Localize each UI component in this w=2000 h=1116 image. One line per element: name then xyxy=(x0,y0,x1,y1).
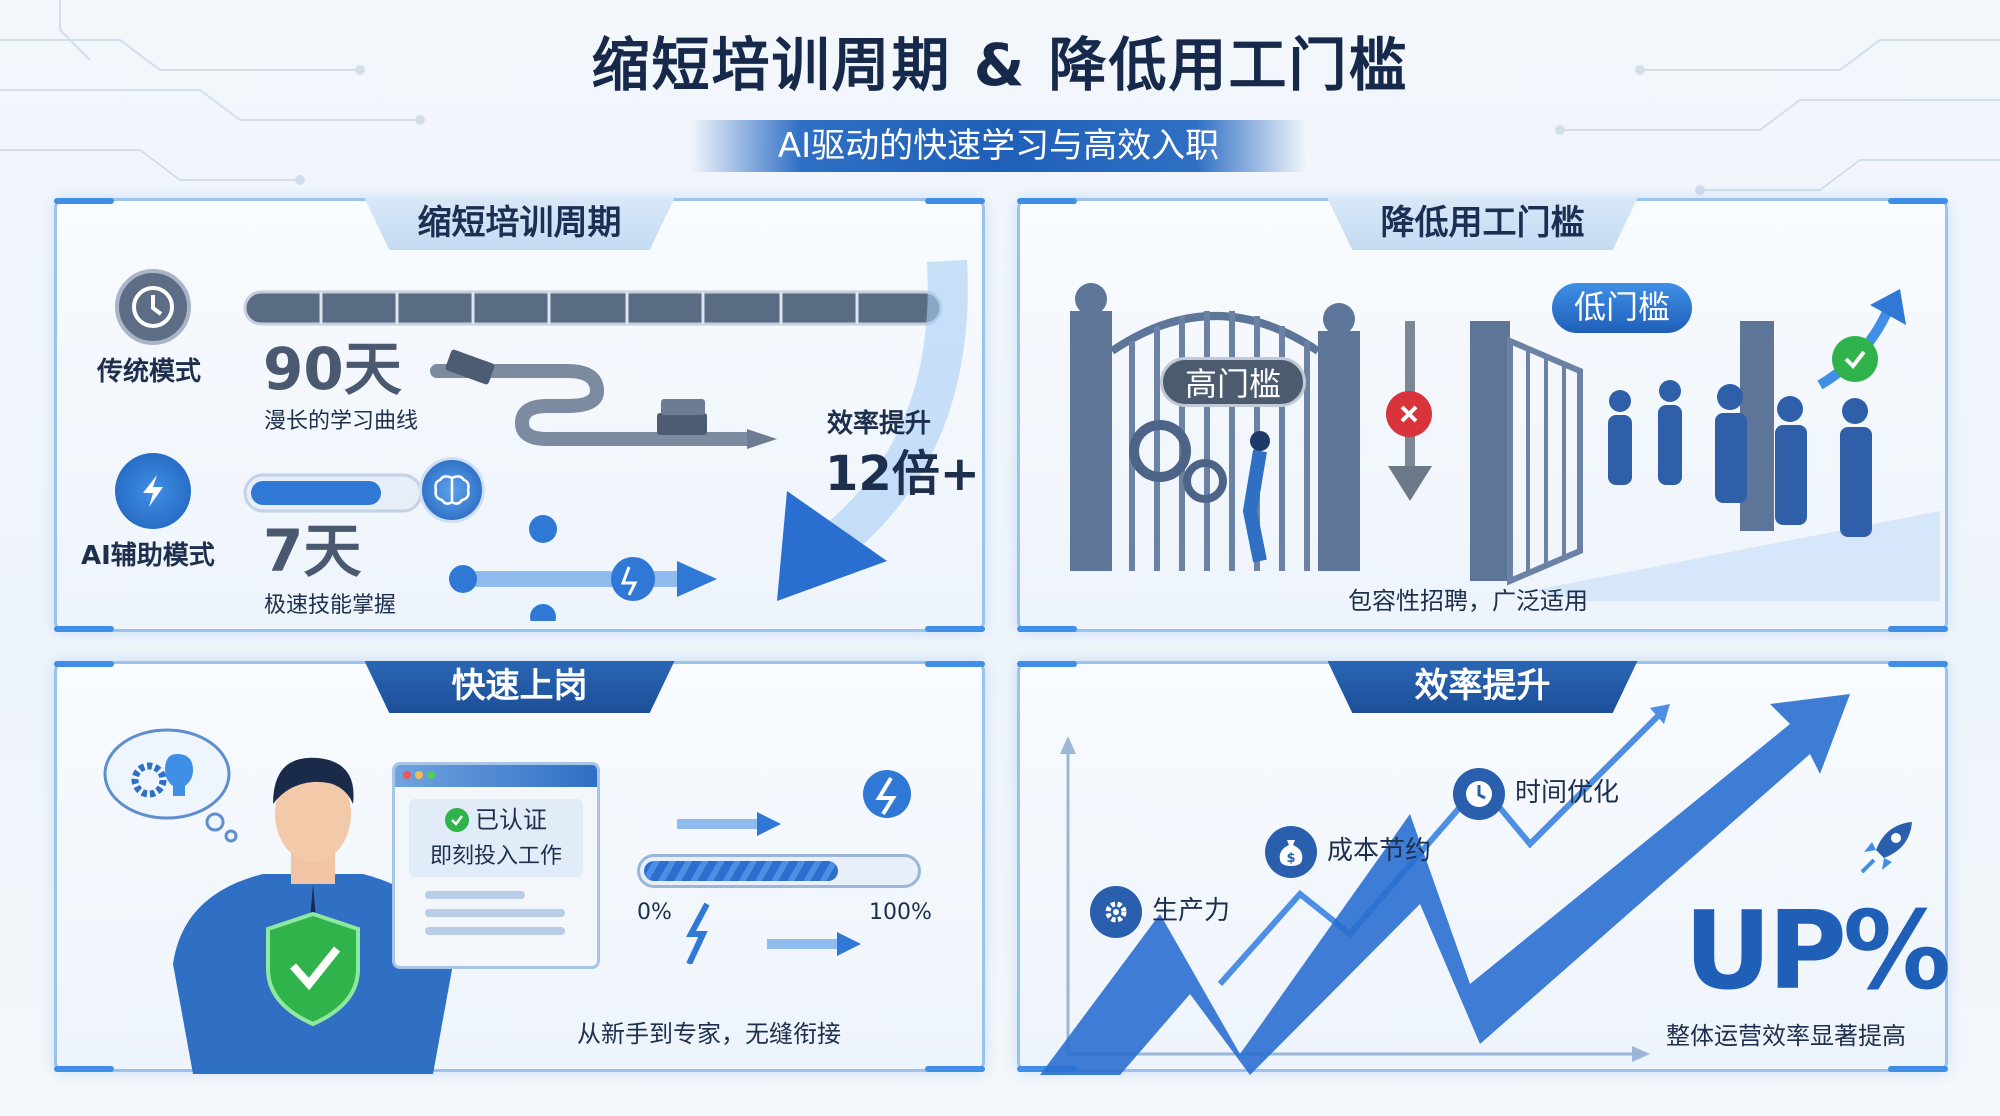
progress-end-label: 100% xyxy=(869,900,932,925)
traditional-progress-bar xyxy=(243,290,943,326)
svg-text:$: $ xyxy=(1286,851,1295,866)
onboarding-caption: 从新手到专家，无缝衔接 xyxy=(577,1020,841,1048)
rocket-icon xyxy=(1860,822,1912,874)
metric-productivity: 生产力 xyxy=(1152,896,1231,926)
metric-cost-saving: 成本节约 xyxy=(1327,836,1432,866)
card-status: 已认证 xyxy=(475,806,547,834)
page-title: 缩短培训周期 & 降低用工门槛 xyxy=(591,31,1409,99)
progress-fill xyxy=(644,861,839,881)
up-percent-label: UP% xyxy=(1684,889,1951,1014)
metric-time-optimization: 时间优化 xyxy=(1515,778,1620,808)
lightning-icon xyxy=(115,453,191,529)
efficiency-gain-label: 效率提升 xyxy=(827,409,932,439)
efficiency-caption: 整体运营效率显著提高 xyxy=(1666,1022,1906,1050)
high-threshold-badge: 高门槛 xyxy=(1160,357,1307,407)
gear-icon xyxy=(1090,886,1142,938)
ai-caption: 极速技能掌握 xyxy=(264,593,397,618)
traditional-caption: 漫长的学习曲线 xyxy=(264,409,419,434)
success-check-icon xyxy=(1832,336,1878,382)
professional-person-illustration xyxy=(173,757,453,1074)
threshold-caption: 包容性招聘，广泛适用 xyxy=(1348,587,1588,615)
panel-efficiency: 效率提升 生产力 $ 成本节约 时间优化 UP% 整体运营效率显著提高 xyxy=(1017,661,1951,1075)
onboarding-progress-bar xyxy=(637,854,921,888)
traditional-days: 90天 xyxy=(263,335,402,403)
panel-threshold: 降低用工门槛 高门槛 低门槛 包容性招聘，广泛适用 xyxy=(1017,198,1948,632)
speed-arrows-icon xyxy=(449,515,717,621)
brain-icon xyxy=(419,457,485,523)
money-bag-icon: $ xyxy=(1265,826,1317,878)
low-gate-illustration xyxy=(1470,321,1940,601)
clock-icon xyxy=(115,269,191,345)
check-circle-icon xyxy=(445,808,469,832)
ai-mode-label: AI辅助模式 xyxy=(81,541,215,571)
ai-days: 7天 xyxy=(263,517,362,585)
thought-bubble-icon xyxy=(103,728,238,843)
big-curved-arrow xyxy=(777,259,968,601)
panel-title: 效率提升 xyxy=(1327,661,1638,713)
page-subtitle: AI驱动的快速学习与高效入职 xyxy=(690,120,1307,172)
reject-x-icon xyxy=(1386,391,1432,437)
panel-title: 快速上岗 xyxy=(364,661,675,713)
speed-lightning-icons xyxy=(677,770,911,964)
growth-chart-illustration xyxy=(1040,694,1850,1075)
efficiency-gain-value: 12倍+ xyxy=(825,446,981,502)
panel-title: 降低用工门槛 xyxy=(1327,198,1638,250)
traditional-mode-label: 传统模式 xyxy=(97,357,202,387)
panel-title: 缩短培训周期 xyxy=(364,198,675,250)
learning-curve-road-icon xyxy=(430,349,777,449)
panel-onboarding: 快速上岗 已认证 即刻投入工作 0% 100% 从新手到专家，无缝衔接 xyxy=(54,661,985,1074)
clock-icon xyxy=(1453,768,1505,820)
card-text: 即刻投入工作 xyxy=(429,844,562,869)
ai-progress-bar xyxy=(243,473,423,513)
panel-training: 缩短培训周期 传统模式 90天 漫长的学习曲线 AI辅助模式 7天 极速技能掌握… xyxy=(54,198,985,632)
high-gate-illustration xyxy=(1070,283,1360,571)
certification-card: 已认证 即刻投入工作 xyxy=(392,762,600,969)
low-threshold-badge: 低门槛 xyxy=(1552,283,1693,333)
progress-start-label: 0% xyxy=(637,900,672,925)
